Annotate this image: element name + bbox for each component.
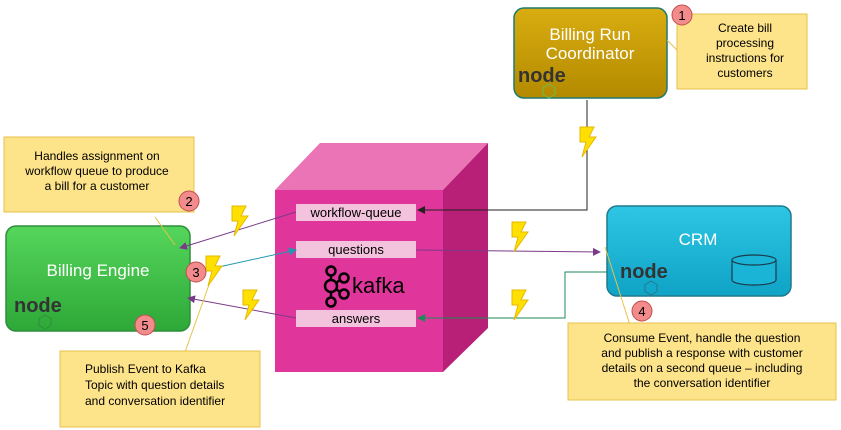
note-step-2: Handles assignment on workflow queue to … [3, 136, 195, 213]
note-2-line: Handles assignment on [34, 149, 159, 163]
note-3-line: Topic with question details [85, 378, 224, 392]
note-1-line: customers [717, 66, 772, 80]
note-1-line: Create bill [718, 21, 772, 35]
kafka-logo-icon [323, 265, 350, 308]
step-badge-4: 4 [631, 300, 653, 322]
note-4-line: details on a second queue – including [602, 361, 803, 375]
crm-system: CRM node [606, 205, 792, 297]
lightning-icon [511, 289, 529, 321]
coordinator-title-line1: Billing Run [549, 25, 630, 44]
answers-to-engine-arrow [187, 295, 297, 319]
queue-answers-label: answers [332, 311, 381, 326]
database-icon [731, 254, 777, 286]
note-3-line: and conversation identifier [85, 394, 225, 408]
note-3-line: Publish Event to Kafka [85, 362, 206, 376]
billing-run-coordinator: Billing Run Coordinator node [513, 7, 668, 99]
crm-to-answers-arrow [417, 271, 607, 322]
step-badge-number: 1 [678, 8, 685, 23]
note-4-line: and publish a response with customer [601, 346, 802, 360]
queue-workflow-label: workflow-queue [309, 205, 401, 220]
billing-engine-title: Billing Engine [46, 261, 149, 280]
lightning-icon [579, 126, 597, 158]
note-1-line: processing [716, 36, 774, 50]
step-badge-3: 3 [185, 261, 207, 283]
node-logo-text: node [620, 261, 668, 283]
coordinator-title-line2: Coordinator [546, 44, 635, 63]
node-logo-text: node [14, 295, 62, 317]
nodejs-logo-icon: node [14, 295, 62, 330]
kafka-brand-text: kafka [352, 273, 405, 298]
node-logo-text: node [518, 65, 566, 87]
step-badge-2: 2 [178, 190, 200, 212]
step-badge-number: 2 [185, 194, 192, 209]
queue-questions-label: questions [328, 242, 384, 257]
lightning-icon [242, 289, 260, 321]
step-badge-number: 4 [638, 304, 645, 319]
step-badge-number: 3 [192, 265, 199, 280]
note-step-3: Publish Event to Kafka Topic with questi… [59, 350, 261, 428]
note-4-line: the conversation identifier [634, 376, 771, 390]
billing-engine: Billing Engine node [5, 225, 191, 332]
note-4-line: Consume Event, handle the question [604, 331, 801, 345]
crm-title: CRM [679, 230, 718, 249]
note-step-4: Consume Event, handle the question and p… [567, 322, 837, 401]
queue-answers: answers [296, 310, 416, 327]
queue-questions: questions [296, 241, 416, 258]
queue-workflow: workflow-queue [296, 204, 416, 221]
step-badge-5: 5 [134, 314, 156, 336]
note-1-line: instructions for [706, 51, 784, 65]
nodejs-logo-icon: node [620, 261, 668, 296]
step-badge-number: 5 [141, 318, 148, 333]
lightning-icon [511, 221, 529, 253]
nodejs-logo-icon: node [518, 65, 566, 99]
note-step-1: Create bill processing instructions for … [676, 13, 808, 90]
lightning-icon [205, 255, 223, 287]
questions-to-crm-arrow [415, 247, 601, 256]
step-badge-1: 1 [671, 4, 693, 26]
note-2-line: a bill for a customer [45, 179, 150, 193]
note-2-line: workflow queue to produce [24, 164, 169, 178]
